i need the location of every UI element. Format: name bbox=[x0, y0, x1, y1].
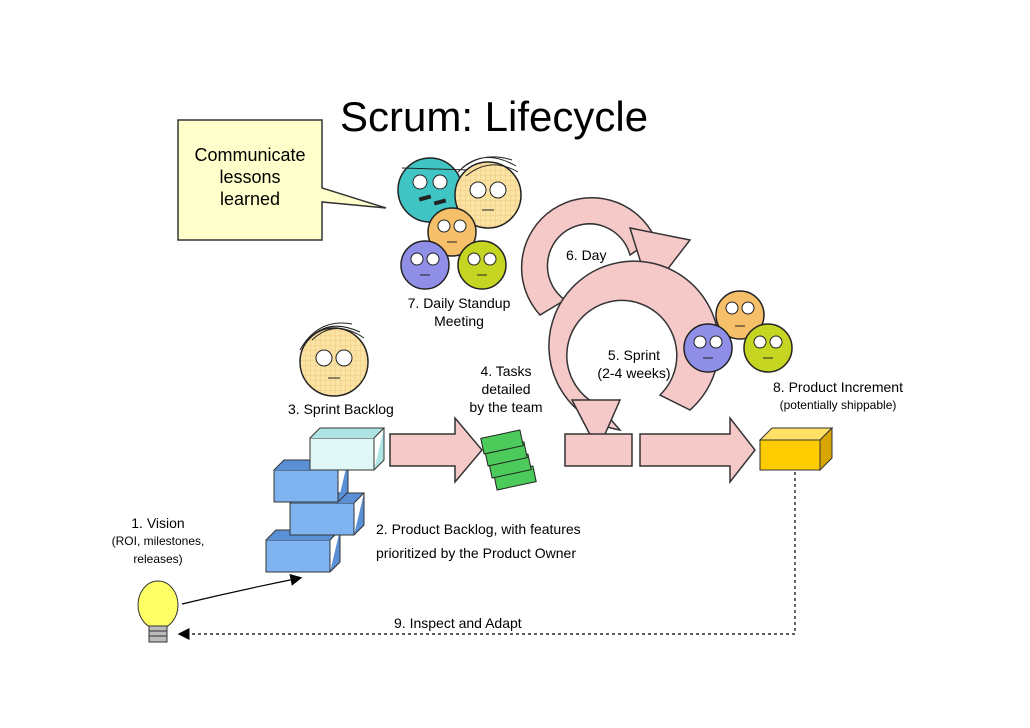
vision-to-backlog-connector bbox=[181, 573, 303, 605]
face-green bbox=[457, 240, 507, 290]
arrow-tasks-to-sprint bbox=[564, 433, 633, 467]
callout-line: Communicate bbox=[194, 145, 306, 165]
label-increment-line1: 8. Product Increment bbox=[773, 379, 903, 395]
label-backlog-line2: prioritized by the Product Owner bbox=[376, 545, 576, 561]
label-product-backlog: 2. Product Backlog, with features priori… bbox=[376, 520, 581, 562]
arrow-backlog-to-tasks bbox=[389, 415, 483, 485]
label-tasks-line3: by the team bbox=[469, 399, 543, 415]
callout-text: Communicate lessons learned bbox=[184, 144, 316, 210]
label-standup-line1: 7. Daily Standup bbox=[407, 295, 511, 311]
label-tasks-line1: 4. Tasks bbox=[480, 363, 532, 379]
label-sprint: 5. Sprint (2-4 weeks) bbox=[588, 346, 680, 382]
face-orange bbox=[427, 207, 477, 257]
scrum-master-face bbox=[299, 322, 369, 397]
label-standup: 7. Daily Standup Meeting bbox=[396, 294, 522, 330]
face-grid-big bbox=[454, 156, 522, 229]
label-vision-line3: releases) bbox=[133, 552, 183, 566]
callout-line: lessons bbox=[219, 167, 281, 187]
label-day: 6. Day bbox=[566, 247, 607, 263]
sprint-loop-arrow bbox=[548, 260, 720, 452]
task-cards bbox=[480, 429, 537, 491]
callout-bubble bbox=[177, 119, 387, 241]
product-backlog-blocks bbox=[265, 427, 386, 573]
label-tasks-line2: detailed bbox=[481, 381, 531, 397]
label-sprint-backlog: 3. Sprint Backlog bbox=[288, 401, 394, 417]
label-vision-line1: 1. Vision bbox=[131, 515, 185, 531]
inspect-adapt-connector bbox=[177, 472, 796, 640]
face-teal bbox=[397, 157, 471, 223]
backlog-block-4 bbox=[265, 529, 342, 573]
diagram-title: Scrum: Lifecycle bbox=[340, 93, 649, 140]
label-sprint-line1: 5. Sprint bbox=[607, 347, 661, 363]
label-increment-line2: (potentially shippable) bbox=[779, 398, 897, 412]
product-increment-box bbox=[758, 426, 834, 472]
label-backlog-line1: 2. Product Backlog, with features bbox=[376, 521, 581, 537]
face-purple-right bbox=[683, 323, 733, 373]
label-tasks: 4. Tasks detailed by the team bbox=[458, 362, 554, 416]
face-orange-right bbox=[715, 290, 765, 340]
face-purple bbox=[400, 240, 450, 290]
label-inspect-adapt: 9. Inspect and Adapt bbox=[394, 615, 522, 631]
label-sprint-line2: (2-4 weeks) bbox=[597, 365, 671, 381]
arrow-sprint-to-increment bbox=[639, 415, 756, 485]
lightbulb-icon bbox=[137, 580, 179, 643]
face-green-right bbox=[743, 323, 793, 373]
label-vision-line2: (ROI, milestones, bbox=[111, 534, 205, 548]
label-standup-line2: Meeting bbox=[434, 313, 484, 329]
standup-team-faces bbox=[397, 156, 522, 290]
sprint-backlog-block bbox=[309, 427, 386, 471]
stakeholder-faces bbox=[683, 290, 793, 373]
callout-line: learned bbox=[219, 189, 281, 209]
label-product-increment: 8. Product Increment (potentially shippa… bbox=[760, 378, 916, 414]
label-vision: 1. Vision (ROI, milestones, releases) bbox=[100, 514, 216, 568]
